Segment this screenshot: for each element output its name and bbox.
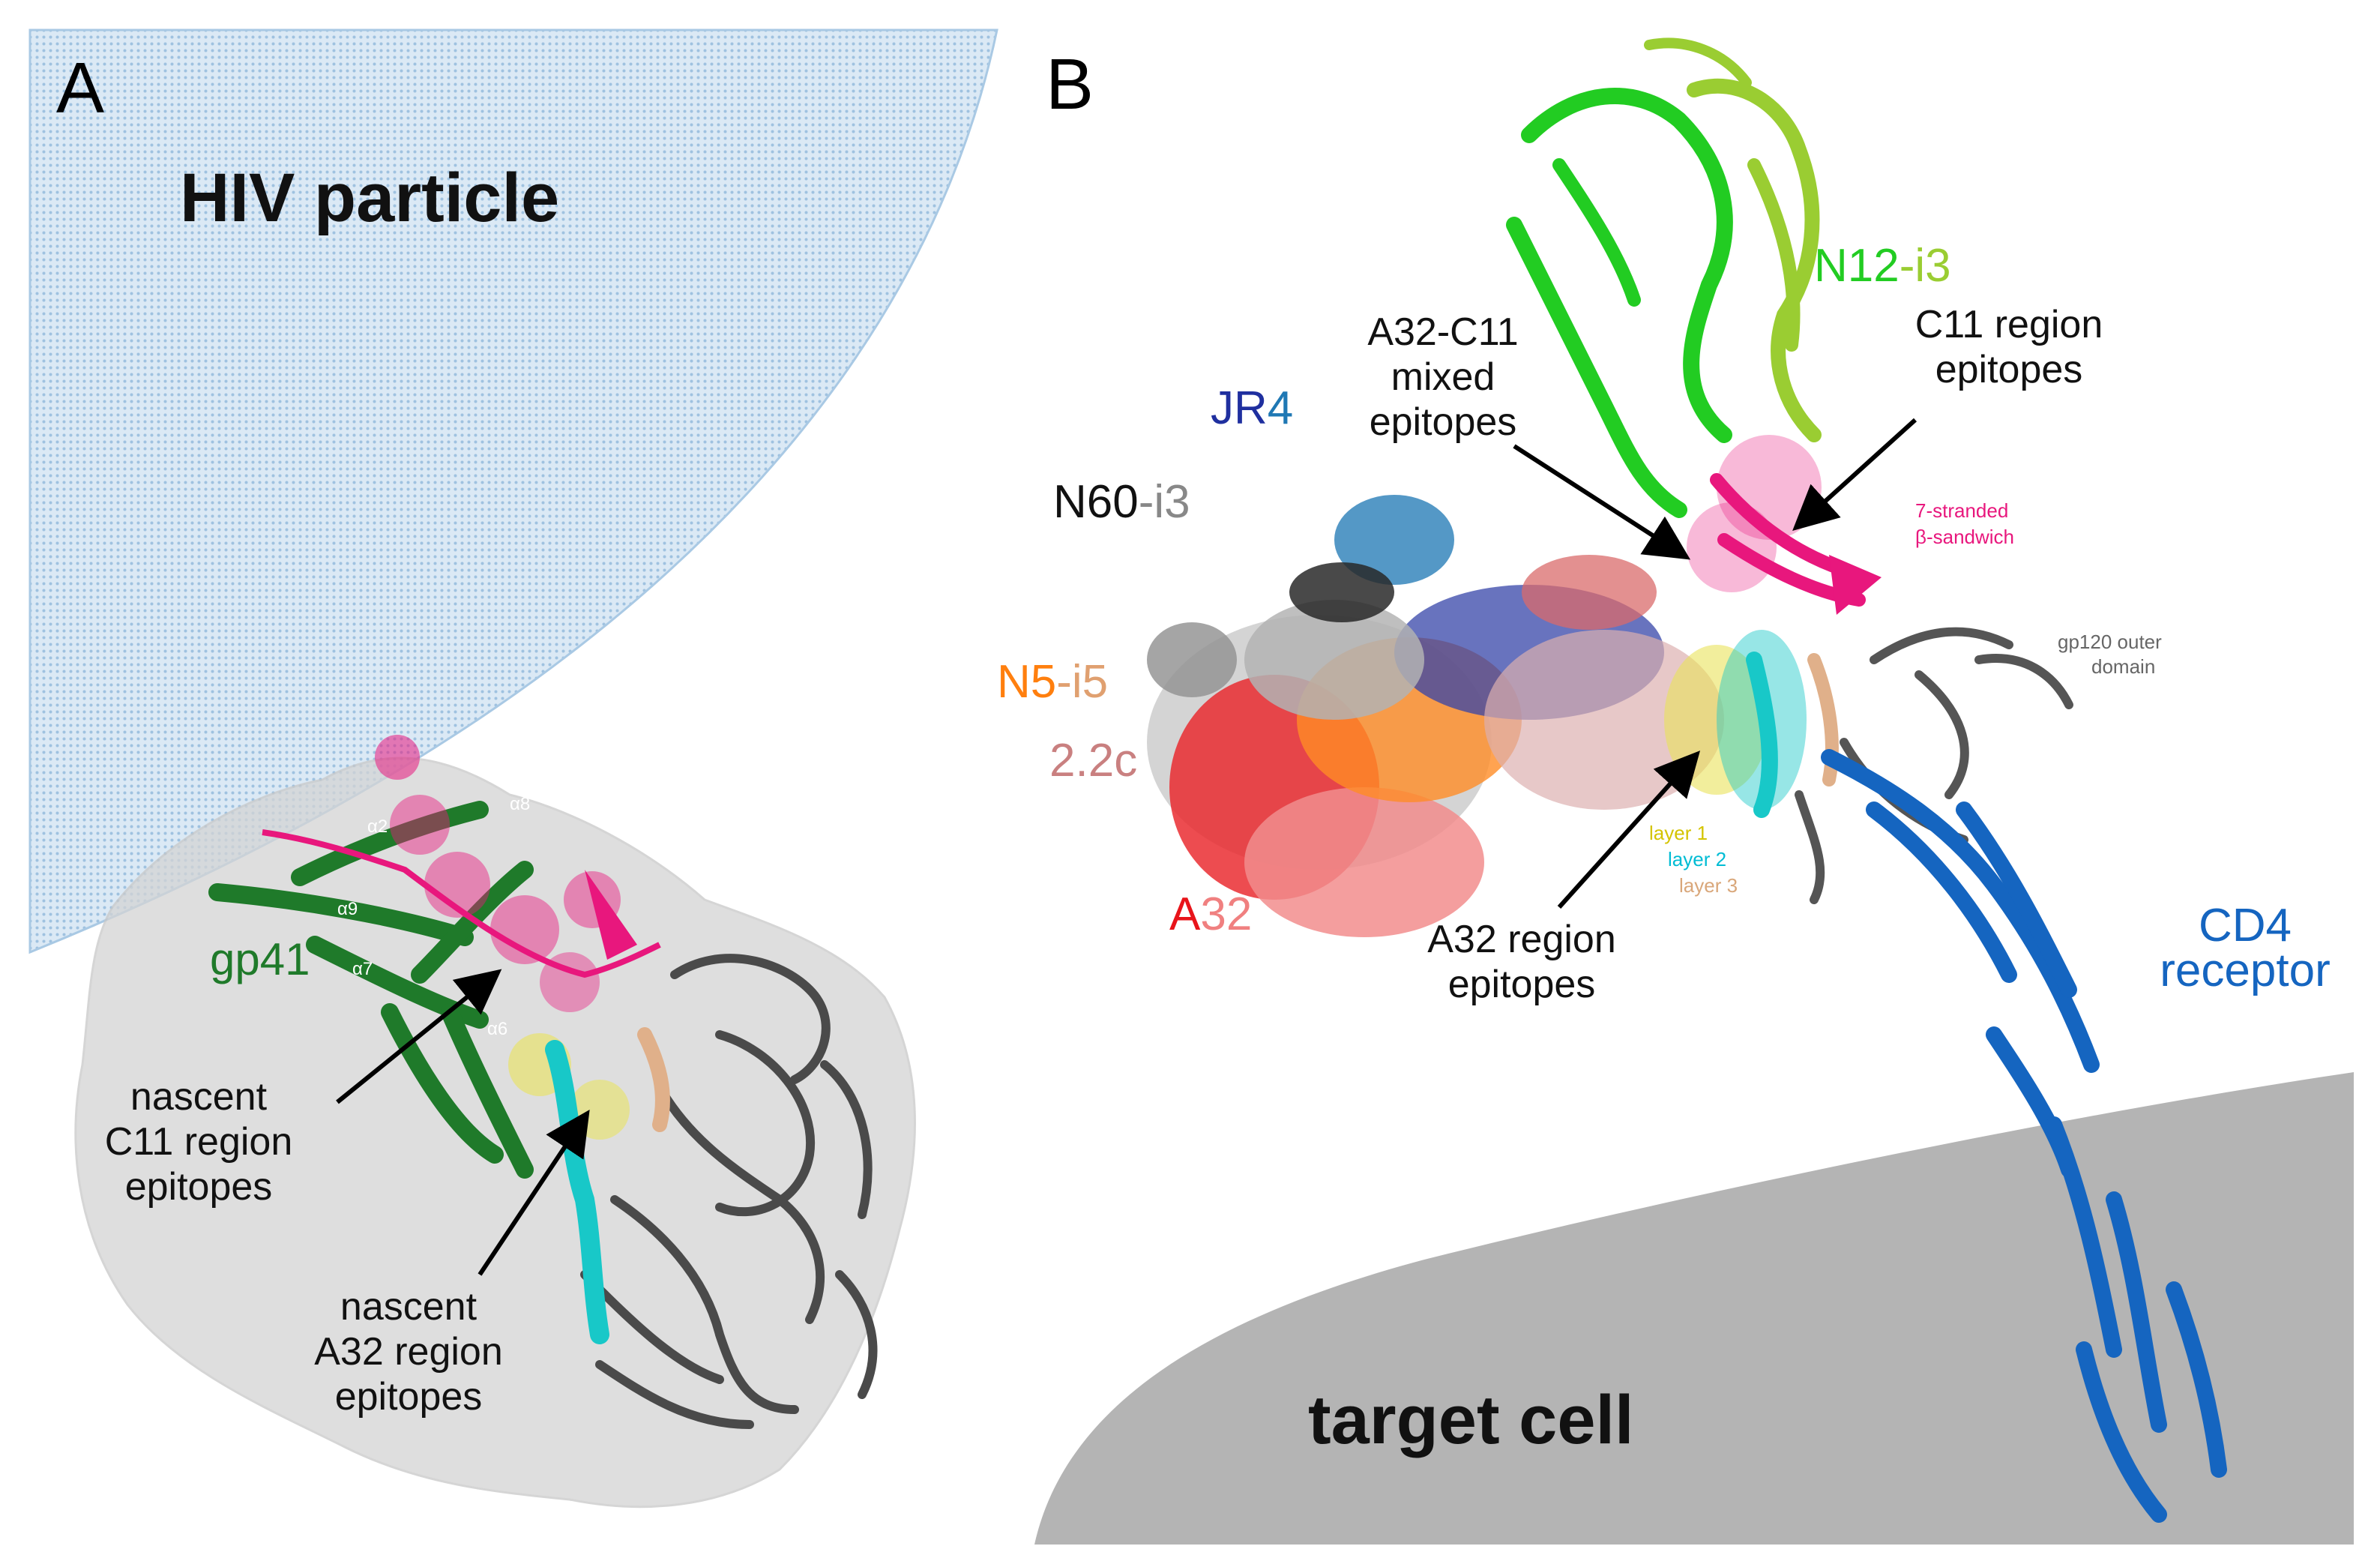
n5-i5-part2: -i5 [1056,656,1108,708]
antibody-cluster [1147,495,1724,937]
outer-domain-line2: domain [2091,655,2155,678]
antibody-label-2-2c: 2.2c [1049,735,1137,786]
outer-domain-label: gp120 outer domain [2058,631,2162,678]
n5-i5-part1: N5 [997,656,1056,708]
cd4-label: CD4 receptor [2160,900,2330,996]
panel-b-letter: B [1046,44,1094,124]
c11-callout-line1: nascent [130,1075,268,1119]
panel-b-a32-callout: A32 region epitopes [1427,918,1616,1006]
a32-region [508,1027,670,1344]
layer-2-label: layer 2 [1668,848,1726,870]
gp41-helices [208,801,534,1179]
antibody-label-a32: A32 [1169,888,1252,940]
panel-a: A HIV particle gp41 α8 α2 α9 α7 α6 nasce… [28,28,998,1509]
mixed-callout-line3: epitopes [1370,400,1517,444]
antibody-label-n5-i5: N5-i5 [997,656,1108,708]
n60-i3-part1: N60 [1053,476,1139,528]
layer-3-label: layer 3 [1679,874,1738,897]
c11-pink-sandwich [1687,435,1882,615]
helix-label-a9: α9 [337,899,358,919]
panel-a-a32-callout: nascent A32 region epitopes [314,1285,503,1419]
antibody-label-n12-i3: N12-i3 [1814,240,1951,292]
sandwich-label-line1: 7-stranded [1915,499,2008,522]
panel-b-c11-callout: C11 region epitopes [1915,303,2103,391]
panel-b-a32-line2: epitopes [1448,963,1596,1006]
helix-labels: α8 α2 α9 α7 α6 [337,794,530,1039]
target-cell-membrane [1034,1072,2354,1545]
mixed-callout-line1: A32-C11 [1367,310,1518,354]
gp120-cartoon [580,954,878,1429]
outer-domain-line1: gp120 outer [2058,631,2162,653]
2-2c-part1: 2.2c [1049,735,1137,786]
layer-1-label: layer 1 [1649,822,1708,844]
layer-labels: layer 1 layer 2 layer 3 [1649,822,1738,897]
c11-callout-line2: C11 region [105,1120,293,1164]
a32-callout-line1: nascent [340,1285,477,1329]
panel-b: B target cell N12-i3 JR4 N60-i3 N5-i5 2.… [997,37,2354,1545]
panel-b-c11-arrow [1792,418,1917,532]
n12-i3-fab [1506,37,1822,518]
gp120-surface [74,757,916,1509]
panel-b-c11-line1: C11 region [1915,303,2103,346]
n12-i3-part1: N12 [1814,240,1900,292]
panel-b-a32-region [1664,630,1839,818]
panel-b-gp120-outer-domain [1795,627,2073,904]
helix-label-a2: α2 [367,816,388,837]
sandwich-label: 7-stranded β-sandwich [1915,499,2014,548]
cd4-label-line1: CD4 [2199,900,2292,951]
n12-i3-part2: -i3 [1900,240,1951,292]
a32-c11-mixed-callout: A32-C11 mixed epitopes [1367,310,1518,444]
antibody-label-jr4: JR4 [1211,382,1293,434]
c11-callout-line3: epitopes [125,1165,273,1209]
c11-arrow [336,969,502,1104]
a32-callout-line3: epitopes [335,1375,483,1419]
helix-label-a6: α6 [487,1019,507,1039]
gp41-label: gp41 [210,934,310,984]
c11-pink-region [262,735,661,1012]
jr4-part1: JR [1211,382,1268,434]
cd4-label-line2: receptor [2160,945,2330,996]
mixed-callout-line2: mixed [1391,355,1495,399]
antibody-label-n60-i3: N60-i3 [1053,476,1190,528]
panel-b-c11-line2: epitopes [1935,348,2083,391]
a32-part2: 32 [1200,888,1252,940]
target-cell-label: target cell [1308,1382,1634,1458]
hiv-particle-label: HIV particle [180,160,559,236]
a32-arrow [477,1110,590,1276]
n60-i3-part2: -i3 [1139,476,1190,528]
panel-a-letter: A [56,48,104,128]
panel-a-c11-callout: nascent C11 region epitopes [105,1075,293,1209]
mixed-arrow [1513,444,1691,560]
a32-callout-line2: A32 region [314,1330,503,1374]
panel-b-a32-arrow [1557,751,1701,909]
panel-b-a32-line1: A32 region [1427,918,1616,961]
helix-label-a8: α8 [510,794,530,814]
jr4-part2: 4 [1268,382,1293,434]
cd4-receptor [1821,749,2227,1523]
sandwich-label-line2: β-sandwich [1915,526,2014,548]
a32-part1: A [1169,888,1201,940]
helix-label-a7: α7 [352,959,373,979]
